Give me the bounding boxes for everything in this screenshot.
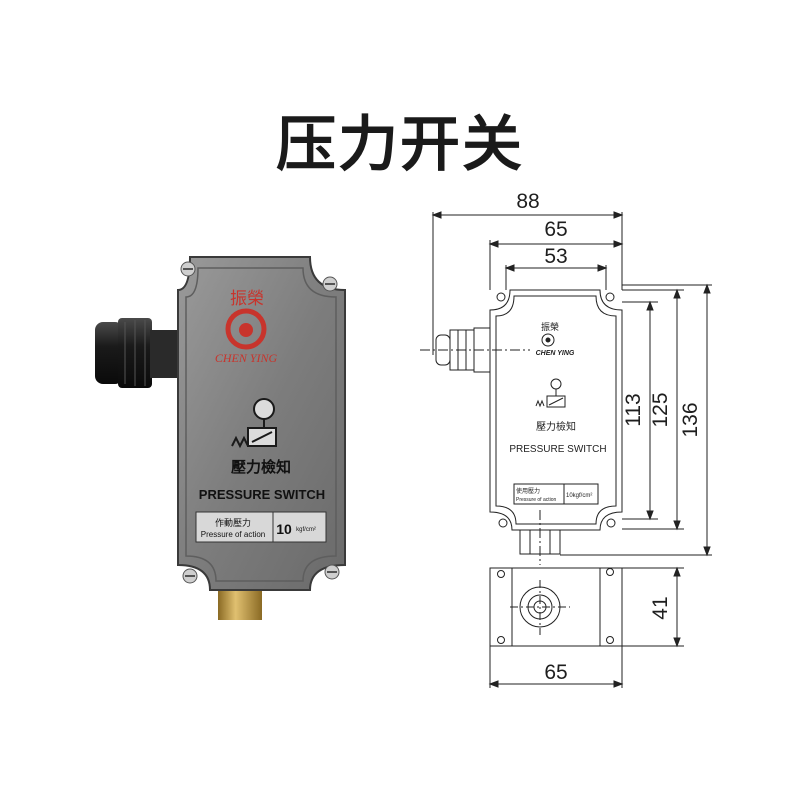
dimension-41 xyxy=(622,566,684,648)
drawing-label-cn: 壓力檢知 xyxy=(536,420,576,433)
drawing-brand-cn: 振榮 xyxy=(541,321,559,333)
drawing-logo-icon xyxy=(541,333,555,347)
dim-65-bottom-label: 65 xyxy=(544,661,567,684)
drawing-switch-symbol-icon xyxy=(535,378,566,408)
action-pressure-plate xyxy=(195,511,327,543)
action-label-cn: 作動壓力 xyxy=(215,517,251,529)
front-view-housing xyxy=(489,289,623,531)
drawing-use-pressure-plate xyxy=(513,483,599,505)
brand-en: CHEN YING xyxy=(215,351,278,365)
dimension-53 xyxy=(504,264,608,290)
dim-53-label: 53 xyxy=(544,245,567,268)
drawing-use-label-en: Pressure of action xyxy=(516,497,557,503)
pressure-switch-symbol-icon xyxy=(231,398,277,449)
action-label-en: Pressure of action xyxy=(201,530,265,539)
label-en: PRESSURE SWITCH xyxy=(199,487,325,502)
action-unit: kgf/cm² xyxy=(296,527,316,533)
dimension-65-top xyxy=(488,240,624,290)
dimension-125 xyxy=(622,288,684,531)
chen-ying-logo-icon xyxy=(225,308,267,350)
brand-cn: 振榮 xyxy=(230,289,264,309)
drawing-label-en: PRESSURE SWITCH xyxy=(509,444,606,455)
dim-113-label: 113 xyxy=(622,393,645,426)
dim-125-label: 125 xyxy=(649,392,672,427)
drawing-use-label-cn: 使用壓力 xyxy=(516,487,540,495)
dimension-113 xyxy=(622,300,658,521)
dimension-88 xyxy=(431,211,624,355)
screw-icon xyxy=(180,261,340,584)
dim-65-top-label: 65 xyxy=(544,218,567,241)
dimension-65-bottom xyxy=(488,646,624,688)
page-title: 压力开关 xyxy=(276,110,524,180)
dimension-136 xyxy=(560,283,712,557)
dim-41-label: 41 xyxy=(649,596,672,619)
front-view-bottom-port xyxy=(519,510,561,565)
dim-136-label: 136 xyxy=(679,402,702,437)
cable-gland xyxy=(95,318,178,388)
bottom-view xyxy=(489,567,623,647)
drawing-use-value: 10kgf/cm² xyxy=(566,493,592,499)
drawing-brand-en: CHEN YING xyxy=(536,350,575,357)
label-cn: 壓力檢知 xyxy=(231,458,291,476)
front-view-cable-gland xyxy=(420,327,530,373)
dim-88-label: 88 xyxy=(516,190,539,213)
action-value: 10 xyxy=(276,521,292,537)
